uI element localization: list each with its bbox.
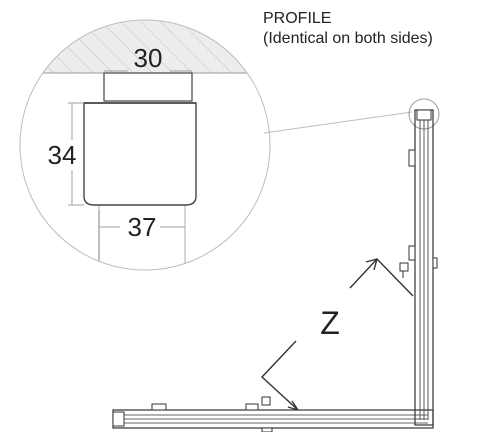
caption-title: PROFILE [263, 10, 332, 27]
dim-bottom-width: 37 [128, 212, 157, 242]
leader-line [263, 111, 413, 134]
bottom-handle [261, 396, 271, 406]
bottom-hinge-left [151, 403, 167, 411]
profile-caption: PROFILE (Identical on both sides) [263, 9, 433, 49]
dim-height: 34 [48, 140, 77, 170]
profile-section [83, 72, 197, 206]
right-hinge-mid [408, 245, 416, 261]
swing-arrow-bottom [261, 340, 299, 411]
dimension-lines [68, 70, 192, 228]
dim-top-width: 30 [134, 43, 163, 73]
bottom-hinge-right [245, 403, 259, 411]
enclosure-plan [112, 109, 438, 432]
profile-body [83, 102, 197, 206]
detail-magnifier: 30 34 37 [19, 19, 271, 271]
profile-top-flange [103, 72, 193, 102]
corner-label-z: Z [320, 305, 340, 341]
right-hinge-top [408, 149, 416, 167]
right-handle [399, 262, 409, 278]
detail-circle [19, 19, 271, 271]
caption-subtitle: (Identical on both sides) [263, 30, 433, 47]
